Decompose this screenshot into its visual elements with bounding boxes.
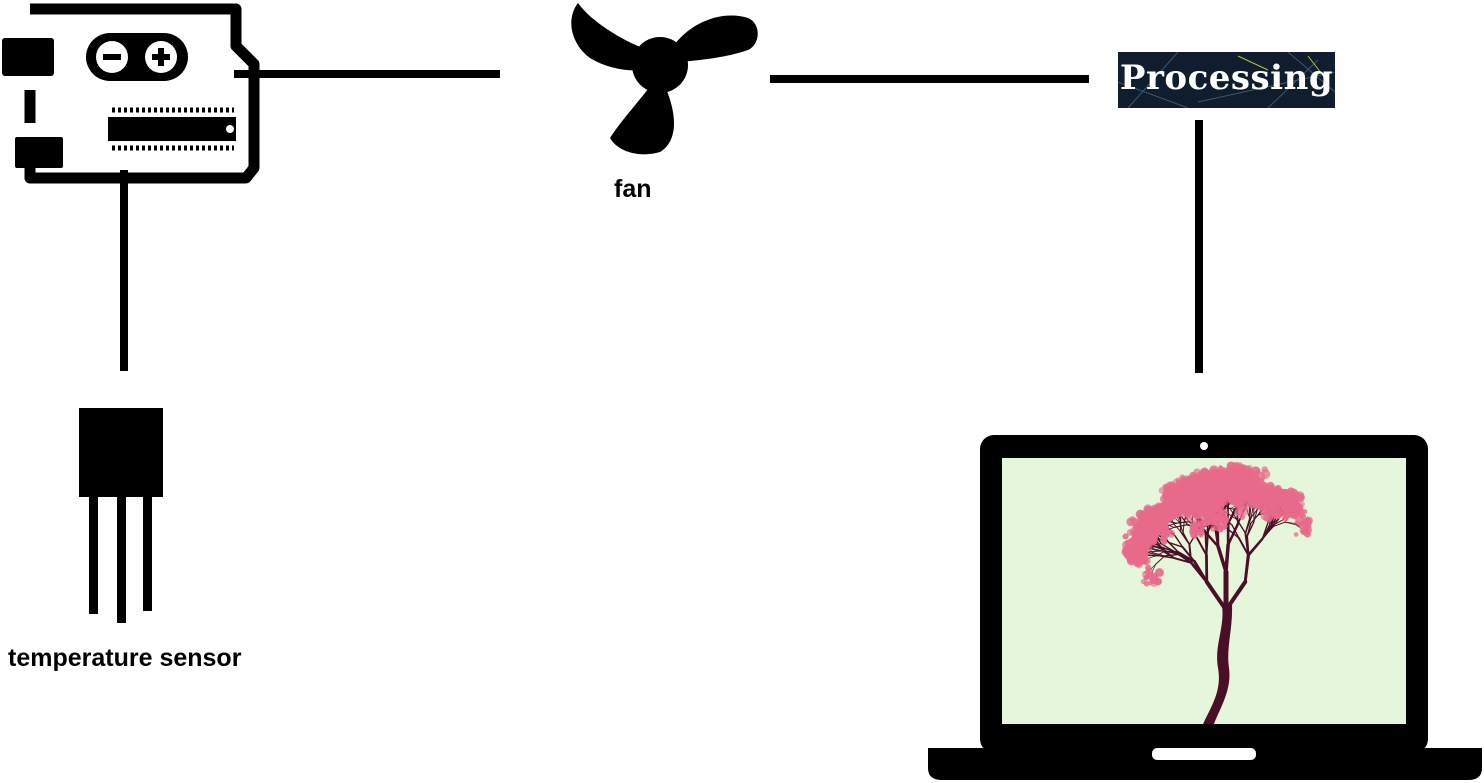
- laptop-screen: [1002, 458, 1406, 724]
- processing-logo-text: Processing: [1119, 58, 1334, 98]
- laptop-icon: [928, 435, 1482, 780]
- blossom-tree-image: [1121, 461, 1313, 724]
- fan-icon: [571, 3, 758, 155]
- processing-logo-background: [1118, 52, 1335, 108]
- temperature-sensor-icon: [79, 408, 163, 623]
- connection-lines: [120, 70, 1203, 373]
- temperature-sensor-label: temperature sensor: [8, 644, 242, 672]
- fan-label: fan: [614, 175, 652, 203]
- processing-logo: Processing: [1118, 52, 1335, 108]
- arduino-board-icon: [2, 3, 260, 184]
